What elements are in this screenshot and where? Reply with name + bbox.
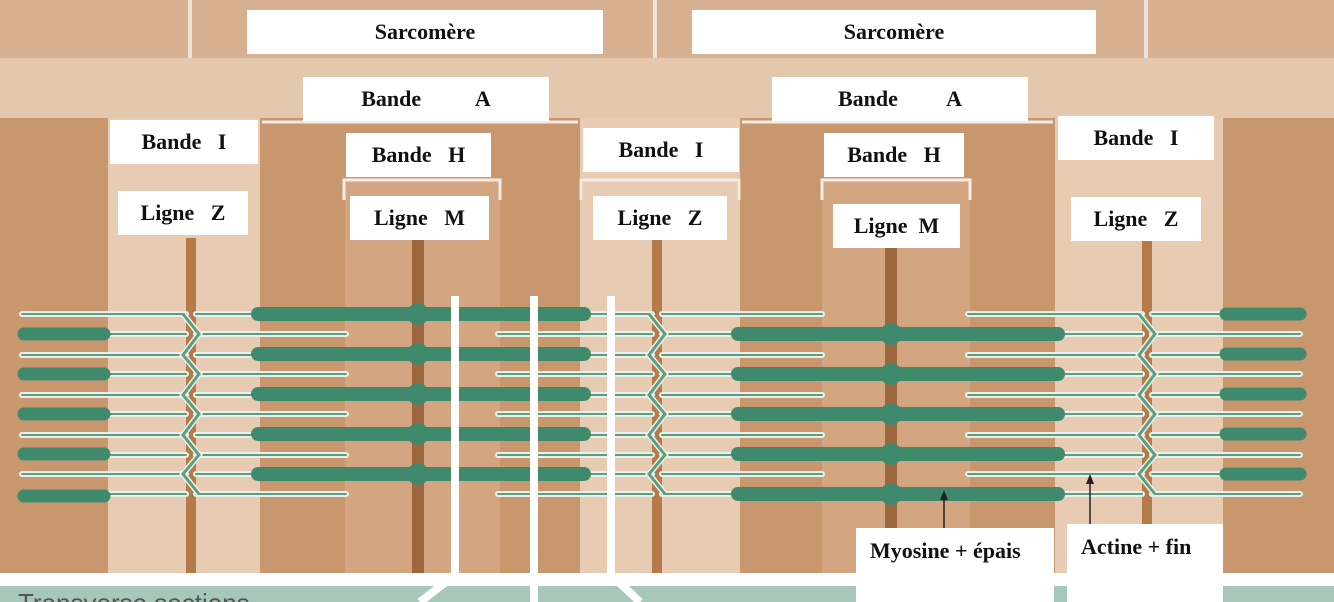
top-strip-divider-right [1144,0,1148,58]
label-sarcomere-left: Sarcomère [247,10,603,54]
m-line-node [407,343,429,365]
band-h-right-bracket [820,178,972,200]
m-line-node [880,363,902,385]
m-line-node [407,423,429,445]
band-i-left [108,118,260,573]
m-line-node [880,443,902,465]
label-band-i-right: Bande I [1058,116,1214,160]
m-line-node [880,403,902,425]
m-line-node [407,463,429,485]
section-guide-2 [530,296,538,602]
section-guide-3 [607,296,615,602]
label-band-h-right: Bande H [824,133,964,177]
label-actin-thin: Actine + fin [1067,524,1223,602]
myosin-pointer-arrow [940,490,948,530]
label-myosin-thick: Myosine + épais [856,528,1054,602]
transverse-sections-caption: Transverse sections [18,588,250,602]
label-band-a-right: Bande A [772,77,1028,121]
upper-band-strip [0,58,1334,118]
z-disc-zigzag-right-core [1137,313,1157,495]
label-band-a-left: Bande A [303,77,549,121]
section-connector-left [417,571,458,602]
section-connector-right [608,572,643,602]
section-connector-mid [530,575,538,602]
band-i-right [1055,118,1223,573]
section-guide-1 [451,296,459,602]
band-h-left-bracket [342,178,502,200]
top-strip [0,0,1334,58]
z-disc-zigzag-middle-core [647,313,667,495]
m-line-node [880,483,902,505]
m-line-left [412,238,424,573]
label-line-z-middle: Ligne Z [593,196,727,240]
band-dark-far-left [0,118,108,573]
m-line-node [407,303,429,325]
label-line-z-right: Ligne Z [1071,197,1201,241]
m-line-node [407,383,429,405]
label-band-h-left: Bande H [346,133,491,177]
m-line-node [880,323,902,345]
label-line-m-right: Ligne M [833,204,960,248]
label-sarcomere-right: Sarcomère [692,10,1096,54]
band-i-middle-bracket [579,178,741,200]
band-dark-far-right [1223,118,1334,573]
label-line-z-left: Ligne Z [118,191,248,235]
z-disc-zigzag-left-core [181,313,201,495]
top-strip-divider-left [188,0,192,58]
label-band-i-middle: Bande I [583,128,739,172]
filament-array [17,303,1307,505]
top-strip-divider-middle [653,0,657,58]
label-line-m-left: Ligne M [350,196,489,240]
actin-pointer-arrow [1086,474,1094,528]
label-band-i-left: Bande I [110,120,258,164]
